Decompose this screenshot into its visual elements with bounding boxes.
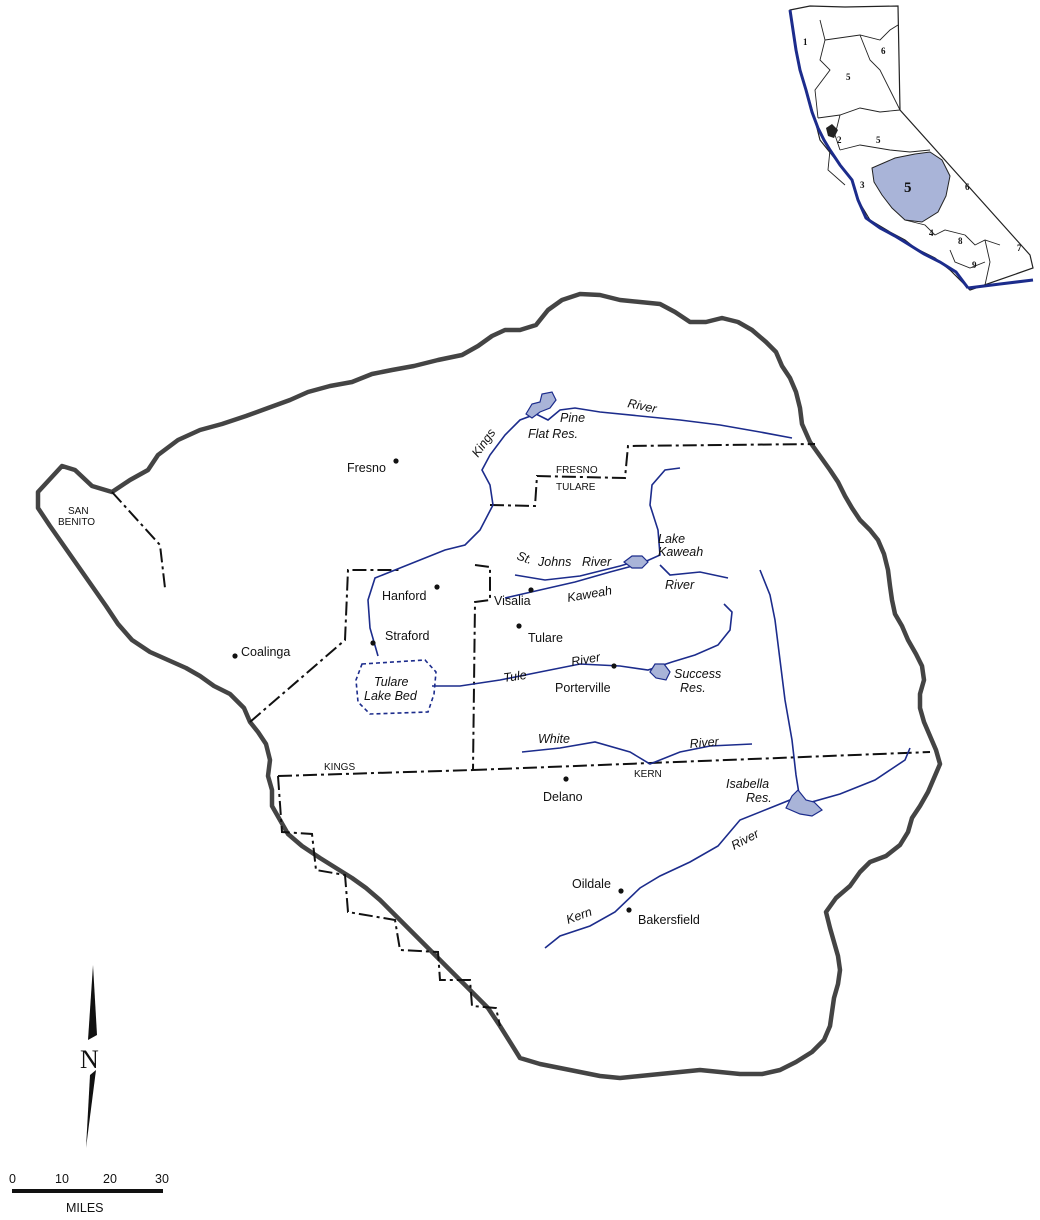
tule-river [432, 603, 733, 687]
success-reservoir [649, 663, 671, 681]
city-label-tulare: Tulare [528, 631, 563, 645]
scale-tick-10: 10 [55, 1172, 69, 1186]
label-success-res: Res. [680, 681, 706, 695]
pine-flat-reservoir [525, 391, 557, 419]
label-lake: Lake [658, 532, 685, 546]
isabella-reservoir [785, 789, 823, 817]
scale-tick-20: 20 [103, 1172, 117, 1186]
label-st-johns-river: River [582, 555, 612, 569]
basin-boundary [35, 291, 943, 1081]
kings-kern-boundary [277, 769, 474, 777]
bakersfield-marker [626, 907, 632, 913]
city-label-oildale: Oildale [572, 877, 611, 891]
city-label-coalinga: Coalinga [241, 645, 290, 659]
inset-region-label: 9 [972, 260, 977, 270]
city-label-straford: Straford [385, 629, 430, 643]
kern-river-north-fork [759, 569, 801, 801]
lake-kaweah [623, 555, 649, 569]
county-label-kings: KINGS [324, 762, 355, 773]
inset-region-label: 7 [1017, 243, 1022, 253]
city-label-delano: Delano [543, 790, 583, 804]
city-label-fresno: Fresno [347, 461, 386, 475]
label-st: St. [515, 549, 534, 567]
inset-highlighted-label: 5 [904, 180, 912, 196]
kern-west-boundary [277, 775, 501, 1027]
north-arrow: N [80, 965, 99, 1148]
label-tule: Tule [502, 668, 527, 685]
kaweah-river [504, 467, 681, 599]
city-label-bakersfield: Bakersfield [638, 913, 700, 927]
oildale-marker [618, 888, 624, 894]
city-label-porterville: Porterville [555, 681, 611, 695]
north-arrow-letter: N [80, 1045, 99, 1074]
hanford-marker [434, 584, 440, 590]
california-south-coast [967, 278, 1034, 290]
inset-highlighted-region [871, 151, 951, 223]
porterville-marker [611, 663, 617, 669]
inset-region-label: 4 [929, 228, 934, 238]
label-lake-kaweah: Kaweah [658, 545, 703, 559]
county-label-tulare: TULARE [556, 482, 596, 493]
county-label-san-benito-2: BENITO [58, 517, 95, 528]
county-label-san-benito-1: SAN [68, 506, 89, 517]
city-markers [232, 458, 632, 913]
tulare-kern-boundary [472, 751, 931, 771]
white-river [521, 741, 753, 765]
label-white: White [538, 732, 570, 746]
inset-region-label: 3 [860, 180, 865, 190]
inset-bay-area [826, 124, 838, 138]
label-pine: Pine [560, 411, 585, 425]
scale-tick-30: 30 [155, 1172, 169, 1186]
county-label-kern: KERN [634, 769, 662, 780]
fresno-marker [393, 458, 399, 464]
label-tule-river: River [570, 650, 602, 669]
san-benito-boundary [111, 491, 166, 589]
label-isabella: Isabella [726, 777, 769, 791]
inset-region-label: 6 [965, 182, 970, 192]
label-kaweah-river: River [665, 578, 695, 592]
label-isabella-res: Res. [746, 791, 772, 805]
delano-marker [563, 776, 569, 782]
scale-units: MILES [66, 1201, 104, 1215]
city-label-hanford: Hanford [382, 589, 427, 603]
city-label-visalia: Visalia [494, 594, 531, 608]
label-tulare-lake-1: Tulare [374, 675, 409, 689]
visalia-marker [528, 587, 534, 593]
kings-tulare-boundary [472, 564, 491, 771]
fresno-kings-boundary [249, 569, 400, 723]
scale-bar: 0 10 20 30 MILES [9, 1172, 169, 1215]
tulare-marker [516, 623, 522, 629]
label-flat-res: Flat Res. [528, 427, 578, 441]
scale-bar-line [12, 1189, 163, 1193]
north-arrow-lower [86, 1070, 96, 1148]
straford-marker [370, 640, 376, 646]
county-boundaries [111, 443, 931, 1027]
label-kings-river: River [626, 396, 658, 416]
inset-region-label: 1 [803, 37, 808, 47]
label-tulare-lake-2: Lake Bed [364, 689, 418, 703]
county-label-fresno: FRESNO [556, 465, 598, 476]
inset-region-label: 8 [958, 236, 963, 246]
inset-region-label: 6 [881, 46, 886, 56]
north-arrow-upper [88, 965, 97, 1040]
inset-region-boundaries [814, 19, 1001, 286]
label-white-river: River [689, 734, 720, 751]
kern-river [544, 747, 911, 949]
inset-region-label: 5 [846, 72, 851, 82]
tulare-lake-bed [355, 659, 437, 715]
california-inset-map: 1 2 3 4 5 5 5 6 6 7 8 9 [788, 5, 1034, 291]
inset-region-label: 2 [837, 135, 842, 145]
label-johns: Johns [537, 555, 571, 569]
inset-region-label: 5 [876, 135, 881, 145]
fresno-tulare-boundary [489, 443, 816, 508]
label-success: Success [674, 667, 721, 681]
reservoirs [525, 391, 823, 817]
california-coastline [788, 9, 970, 289]
coalinga-marker [232, 653, 238, 659]
kaweah-river-east [659, 564, 729, 579]
kings-river [367, 407, 793, 657]
scale-tick-0: 0 [9, 1172, 16, 1186]
